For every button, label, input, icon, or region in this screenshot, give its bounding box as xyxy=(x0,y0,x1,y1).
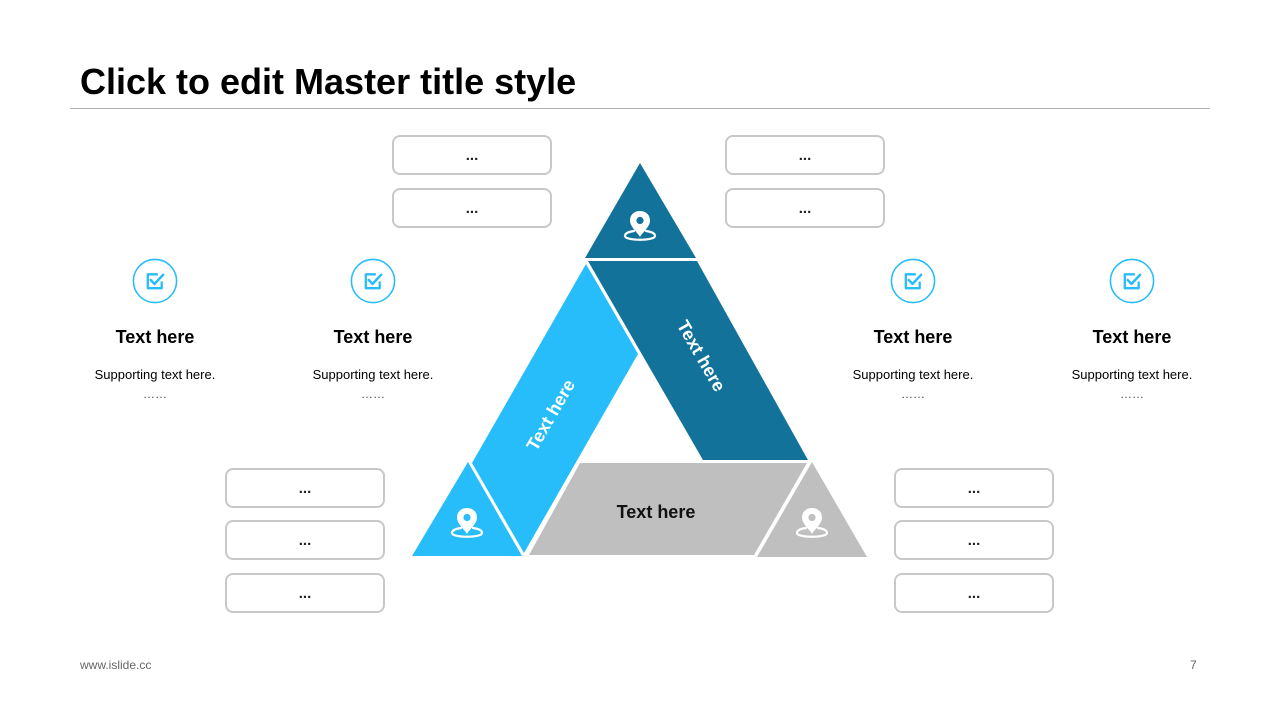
column-supporting-text: Supporting text here. xyxy=(94,367,216,382)
note-box[interactable]: ... xyxy=(894,520,1054,560)
column-heading: Text here xyxy=(1092,327,1172,347)
column-supporting-text: Supporting text here. xyxy=(1071,367,1193,382)
note-box[interactable]: ... xyxy=(894,468,1054,508)
footer-url: www.islide.cc xyxy=(80,658,152,672)
info-column: Text here Supporting text here. …… xyxy=(823,258,1003,402)
checkbox-icon xyxy=(890,258,936,304)
slide-title: Click to edit Master title style xyxy=(80,61,577,102)
note-box[interactable]: ... xyxy=(894,573,1054,613)
checkbox-icon xyxy=(1109,258,1155,304)
column-ellipsis: …… xyxy=(1120,387,1144,401)
info-column: Text here Supporting text here. …… xyxy=(283,258,463,402)
note-box[interactable]: ... xyxy=(225,468,385,508)
column-supporting-text: Supporting text here. xyxy=(852,367,974,382)
note-box[interactable]: ... xyxy=(392,188,552,228)
column-ellipsis: …… xyxy=(143,387,167,401)
note-box[interactable]: ... xyxy=(225,573,385,613)
info-column: Text here Supporting text here. …… xyxy=(65,258,245,402)
checkbox-icon xyxy=(132,258,178,304)
column-heading: Text here xyxy=(333,327,413,347)
left-band xyxy=(472,264,638,553)
note-box[interactable]: ... xyxy=(392,135,552,175)
info-column: Text here Supporting text here. …… xyxy=(1042,258,1222,402)
column-ellipsis: …… xyxy=(361,387,385,401)
note-box[interactable]: ... xyxy=(225,520,385,560)
note-box[interactable]: ... xyxy=(725,135,885,175)
right-band xyxy=(588,261,808,460)
title-divider xyxy=(70,108,1210,109)
top-corner-triangle xyxy=(585,163,696,258)
note-box[interactable]: ... xyxy=(725,188,885,228)
bottom-band xyxy=(529,463,807,555)
column-heading: Text here xyxy=(873,327,953,347)
page-number: 7 xyxy=(1190,658,1197,672)
checkbox-icon xyxy=(350,258,396,304)
bottom-band-label: Text here xyxy=(617,502,696,522)
column-supporting-text: Supporting text here. xyxy=(312,367,434,382)
column-heading: Text here xyxy=(115,327,195,347)
column-ellipsis: …… xyxy=(901,387,925,401)
